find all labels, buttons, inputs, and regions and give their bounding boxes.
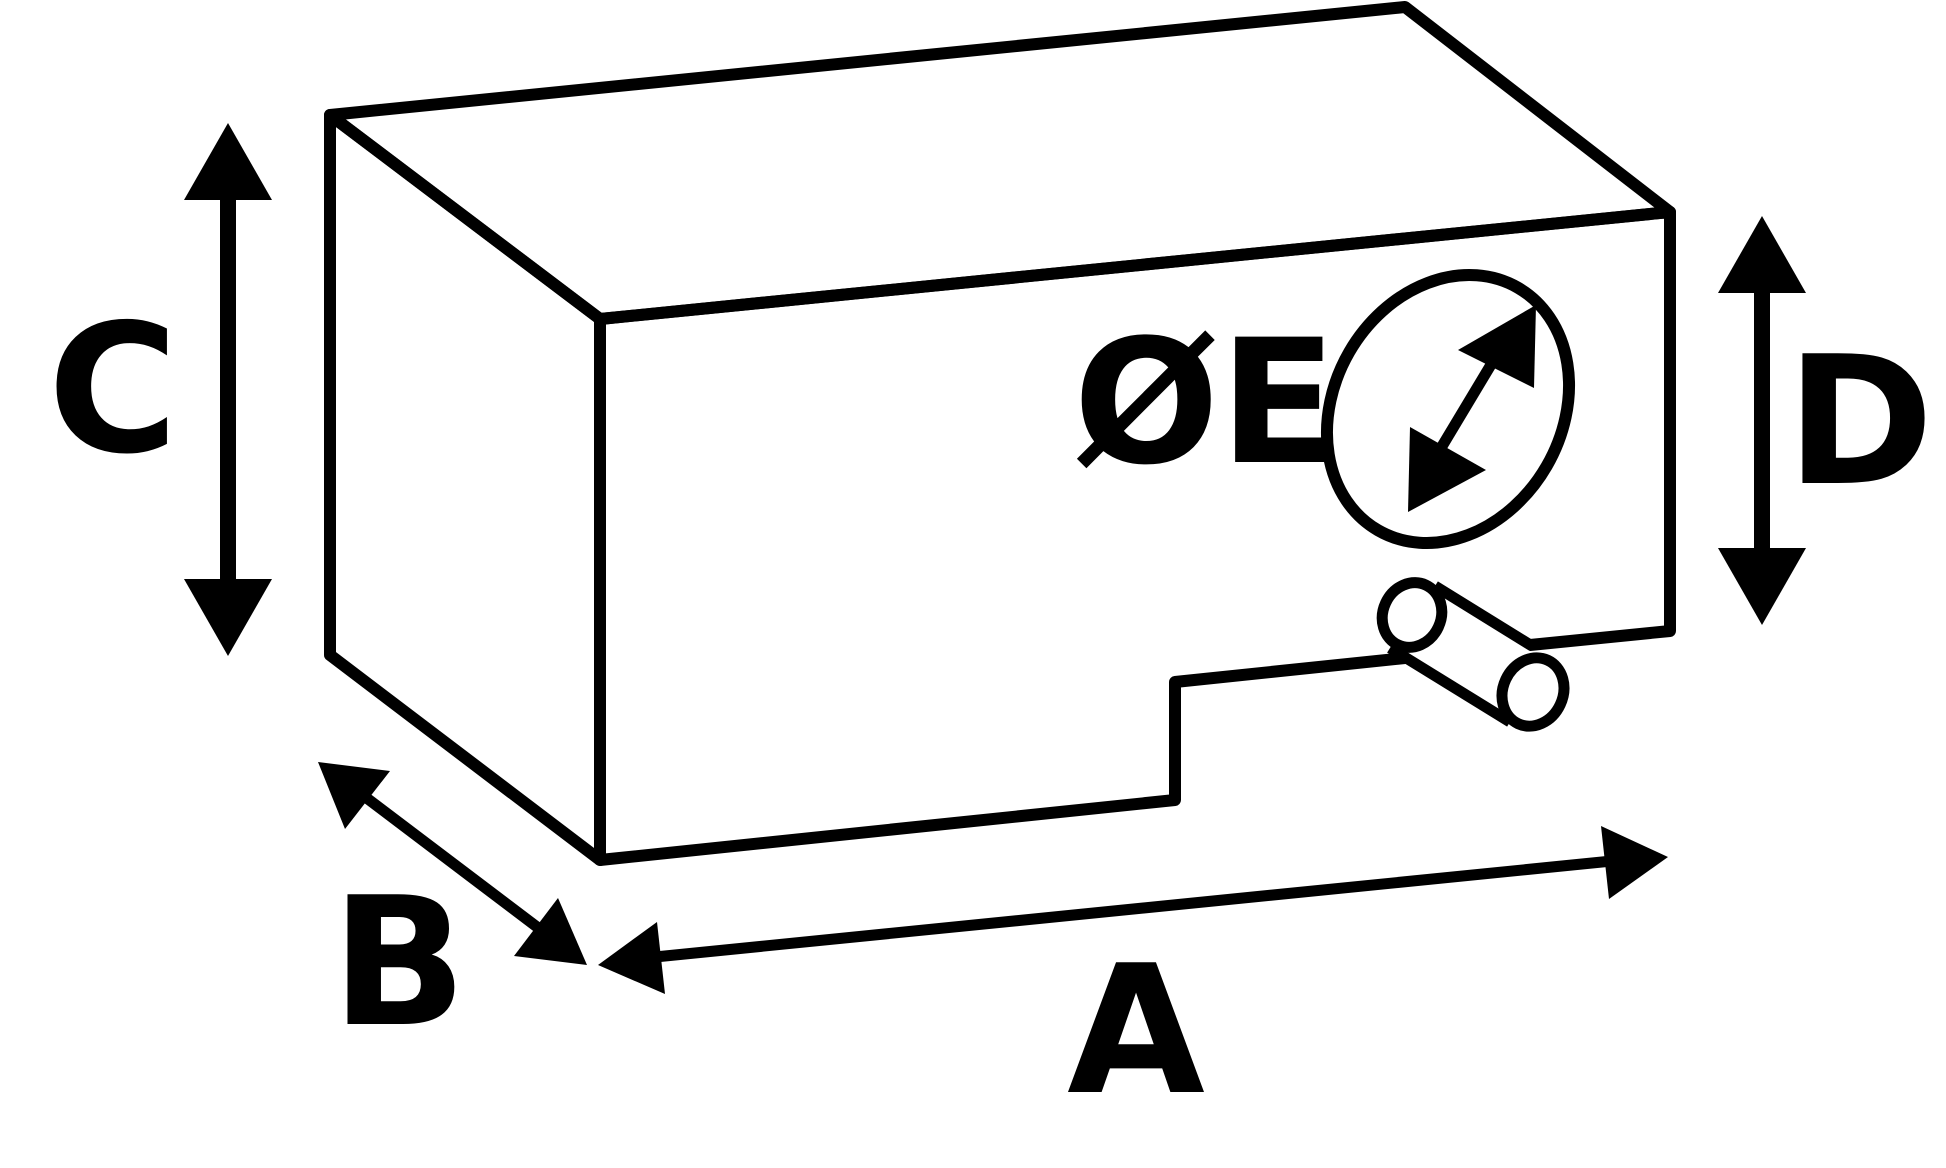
a-arrowhead-left — [598, 922, 665, 994]
d-arrowhead-bottom — [1718, 548, 1806, 625]
label-d: D — [1786, 318, 1934, 525]
tank-box — [324, 1, 1676, 866]
pipe-far-end — [1376, 577, 1448, 653]
outlet-pipe — [1376, 577, 1570, 732]
dimension-c-arrow — [184, 123, 272, 656]
label-a: A — [1067, 927, 1205, 1134]
diameter-symbol — [1320, 269, 1576, 549]
box-front-face — [594, 206, 1676, 866]
c-arrowhead-bottom — [184, 579, 272, 656]
box-left-face — [324, 109, 606, 866]
label-b: B — [331, 859, 467, 1066]
pipe-near-end — [1496, 652, 1570, 732]
label-diameter-e: ØE — [1073, 302, 1337, 503]
a-arrowhead-right — [1601, 826, 1668, 899]
b-arrowhead-bottom — [514, 898, 587, 965]
diameter-arrowhead-upper — [1458, 305, 1536, 388]
label-c: C — [48, 286, 179, 493]
c-arrowhead-top — [184, 123, 272, 200]
b-arrowhead-top — [318, 762, 390, 829]
diameter-arrow-line — [1430, 355, 1500, 461]
dimension-b-arrow — [318, 762, 587, 965]
diameter-ellipse — [1320, 269, 1576, 549]
d-arrowhead-top — [1718, 216, 1806, 293]
diameter-arrowhead-lower — [1408, 427, 1486, 512]
dimension-a-arrow — [598, 826, 1668, 994]
dimension-d-arrow — [1718, 216, 1806, 625]
